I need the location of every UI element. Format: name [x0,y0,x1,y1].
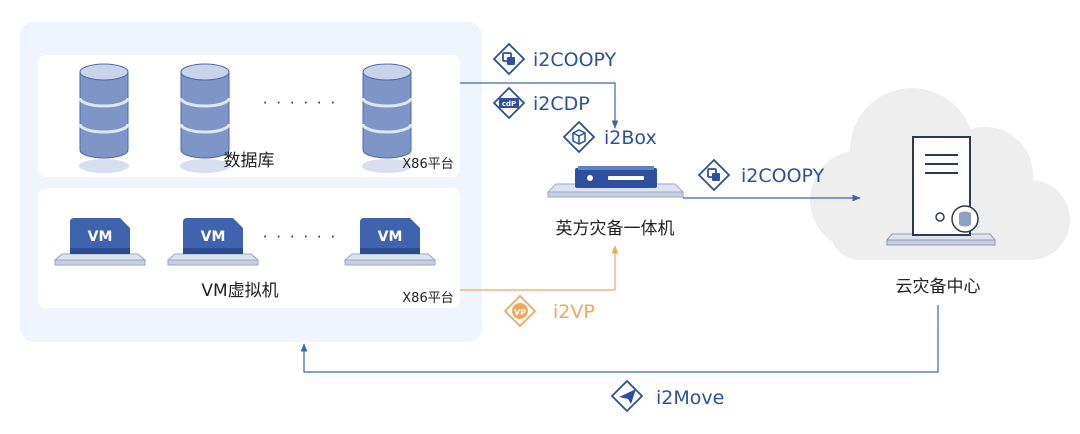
cloud-center-label: 云灾备中心 [896,277,981,297]
vm-screen-label: VM [88,229,113,245]
plane-icon [610,379,644,413]
database-panel: · · · · · · 数据库 X86平台 [38,55,460,177]
cdp-badge-text: cdP [502,100,516,108]
vm-icon: VM [54,217,146,266]
vm-screen-label: VM [201,229,226,245]
vm-panel: VM VM VM · · · · · · VM虚拟机 X86平台 [38,188,460,308]
appliance-icon [546,166,685,198]
vm-icon: VM [344,217,436,266]
database-caption: 数据库 [224,151,275,171]
vp-icon: VP [503,294,537,328]
server-icon [885,136,997,246]
appliance-label: 英方灾备一体机 [556,219,675,239]
i2coopy-top-label: i2COOPY [533,49,617,71]
cloud-to-source-connector [300,305,939,373]
copy-icon [697,158,731,192]
vm-platform-label: X86平台 [402,291,453,306]
box-icon [562,120,596,154]
i2vp-label: i2VP [553,301,595,323]
vm-icon: VM [167,217,259,266]
database-platform-label: X86平台 [402,157,453,172]
cdp-icon: cdP [492,86,526,120]
vm-caption: VM虚拟机 [201,281,278,301]
copy-icon [492,42,526,76]
db-to-appliance-connector [460,82,619,129]
i2coopy-right-label: i2COOPY [741,165,825,187]
vm-to-appliance-connector [460,245,619,291]
vm-ellipsis: · · · · · · [263,228,337,246]
vm-screen-label: VM [378,229,403,245]
i2move-label: i2Move [656,387,724,409]
vp-badge-text: VP [514,308,526,317]
i2box-label: i2Box [604,127,657,149]
i2cdp-label: i2CDP [533,93,590,115]
database-ellipsis: · · · · · · [263,94,337,112]
